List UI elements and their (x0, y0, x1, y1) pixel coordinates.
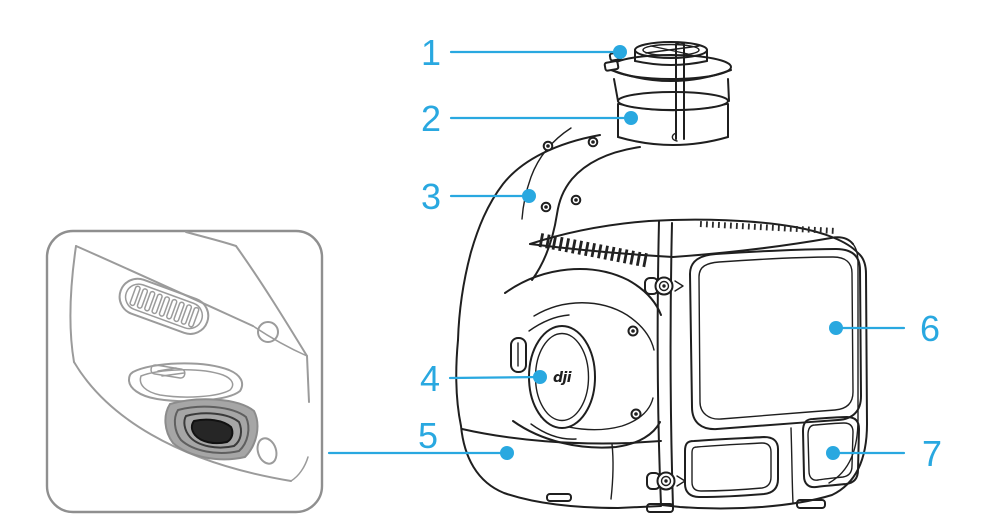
inset-vent (118, 277, 210, 335)
inset-screw-hole (257, 321, 279, 343)
top-vent (538, 233, 652, 268)
tilt-motor: dji (504, 268, 662, 449)
front-left-edge-inner (669, 222, 674, 508)
arm-inner-edge (531, 146, 641, 281)
callout-4: 4 (420, 358, 547, 399)
front-face-outline (661, 252, 868, 510)
front-left-edge-outer (656, 220, 662, 506)
inset-lower-hole (256, 437, 278, 465)
leader-dot (522, 189, 536, 203)
top-front-edge-right (672, 236, 854, 258)
motor-housing-top-arc (504, 268, 662, 316)
callout-number: 1 (421, 32, 441, 73)
gimbal-arm (457, 127, 641, 341)
leader-dot (500, 446, 514, 460)
pan-motor (617, 42, 729, 146)
callout-number: 3 (421, 176, 441, 217)
motor-ring-top-arc (533, 302, 655, 351)
edge-screw-top (644, 276, 684, 296)
leader-dot (624, 111, 638, 125)
inset-port-cover (128, 362, 244, 403)
leader-dot (826, 446, 840, 460)
device-body (455, 218, 868, 513)
top-edge-hatching (699, 221, 837, 234)
callout-5: 5 (327, 415, 514, 460)
detail-inset (45, 229, 324, 514)
top-face-ridge (529, 220, 650, 245)
front-right-edge-inner (828, 243, 859, 484)
lidar-window (689, 248, 862, 431)
front-face-crease (790, 427, 794, 504)
callout-1: 1 (421, 32, 627, 73)
microsd-cover-area (455, 339, 662, 509)
camera-window (802, 416, 860, 489)
top-back-edge (648, 218, 859, 254)
callout-number: 4 (420, 358, 440, 399)
aux-window-left (684, 436, 779, 498)
callout-number: 6 (920, 308, 940, 349)
leader-dot (613, 45, 627, 59)
leader-line (448, 375, 542, 380)
edge-screw-bottom (646, 471, 686, 491)
callout-number: 5 (418, 415, 438, 456)
callout-6: 6 (829, 308, 940, 349)
callout-2: 2 (421, 98, 638, 139)
leader-dot (829, 321, 843, 335)
callout-number: 2 (421, 98, 441, 139)
arm-crease (521, 127, 572, 220)
callout-number: 7 (922, 433, 942, 474)
arm-outer-edge (457, 134, 601, 341)
callout-3: 3 (421, 176, 536, 217)
connector-tab (603, 60, 620, 72)
inset-frame (45, 229, 324, 514)
inset-card-slot (164, 398, 259, 461)
callout-7: 7 (826, 433, 942, 474)
leader-dot (533, 370, 547, 384)
quick-release-connector (603, 41, 732, 102)
dji-logo: dji (553, 370, 572, 386)
callouts: 1 2 3 4 5 6 7 (327, 32, 942, 474)
gimbal-camera-drawing: dji (455, 41, 868, 513)
motor-housing-bottom-arc (512, 420, 661, 449)
body-feet (546, 493, 826, 513)
